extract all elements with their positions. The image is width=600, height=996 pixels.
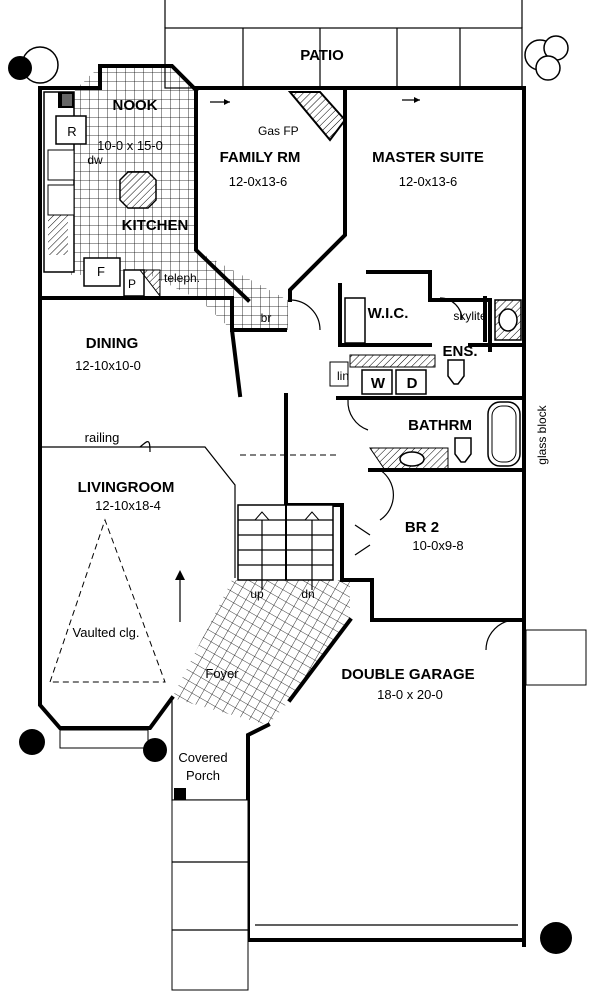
dryer-label: D xyxy=(407,375,418,392)
ens-label: ENS. xyxy=(442,343,477,360)
covered-label: Covered xyxy=(178,750,227,765)
foyer-floor xyxy=(172,580,350,725)
nook-label: NOOK xyxy=(113,97,158,114)
shrubs xyxy=(8,35,572,954)
family-label: FAMILY RM xyxy=(220,149,301,166)
dining-label: DINING xyxy=(86,335,139,352)
railing xyxy=(40,441,338,578)
porch-label: Porch xyxy=(186,768,220,783)
room-labels: NOOK 10-0 x 15-0 KITCHEN FAMILY RM 12-0x… xyxy=(67,97,549,783)
dining-dim: 12-10x10-0 xyxy=(75,358,141,373)
bay-window xyxy=(59,729,149,749)
garage-label: DOUBLE GARAGE xyxy=(341,666,474,683)
stair-dn-label: dn xyxy=(301,587,314,601)
skylite-label: skylite xyxy=(453,309,487,323)
family-dim: 12-0x13-6 xyxy=(229,174,288,189)
pantry-label: P xyxy=(128,277,136,291)
patio-label: PATIO xyxy=(300,47,344,64)
teleph-label: teleph. xyxy=(164,271,200,285)
side-pad xyxy=(525,629,587,686)
kitchen-counters xyxy=(43,91,161,298)
living-label: LIVINGROOM xyxy=(78,479,175,496)
br2-dim: 10-0x9-8 xyxy=(412,538,463,553)
covered-porch xyxy=(171,698,249,991)
master-dim: 12-0x13-6 xyxy=(399,174,458,189)
sliding-doors xyxy=(210,97,420,105)
bathrm-label: BATHRM xyxy=(408,417,472,434)
lin-label: lin xyxy=(337,369,349,383)
dishwasher-label: dw xyxy=(87,153,103,167)
wic-label: W.I.C. xyxy=(368,305,409,322)
bath-fixtures xyxy=(369,299,522,471)
master-label: MASTER SUITE xyxy=(372,149,484,166)
fireplace xyxy=(287,91,347,142)
stairs xyxy=(237,504,334,590)
washer-label: W xyxy=(371,375,386,392)
stair-up-label: up xyxy=(250,587,264,601)
freezer-label: F xyxy=(97,264,105,279)
gas-fp-label: Gas FP xyxy=(258,124,299,138)
door-swings xyxy=(289,297,517,651)
nook-kitchen-floor xyxy=(70,66,288,330)
fridge-label: R xyxy=(67,124,76,139)
vaulted-ceiling xyxy=(49,518,185,683)
railing-label: railing xyxy=(85,430,120,445)
br2-label: BR 2 xyxy=(405,519,439,536)
vaulted-label: Vaulted clg. xyxy=(73,625,140,640)
foyer-label: Foyer xyxy=(205,666,239,681)
nook-dim: 10-0 x 15-0 xyxy=(97,138,163,153)
patio: PATIO xyxy=(164,0,523,89)
glass-block-label: glass block xyxy=(535,404,549,464)
kitchen-label: KITCHEN xyxy=(122,217,189,234)
living-dim: 12-10x18-4 xyxy=(95,498,161,513)
laundry-fixtures xyxy=(329,297,436,395)
br-label: br xyxy=(261,311,272,325)
garage-dim: 18-0 x 20-0 xyxy=(377,687,443,702)
